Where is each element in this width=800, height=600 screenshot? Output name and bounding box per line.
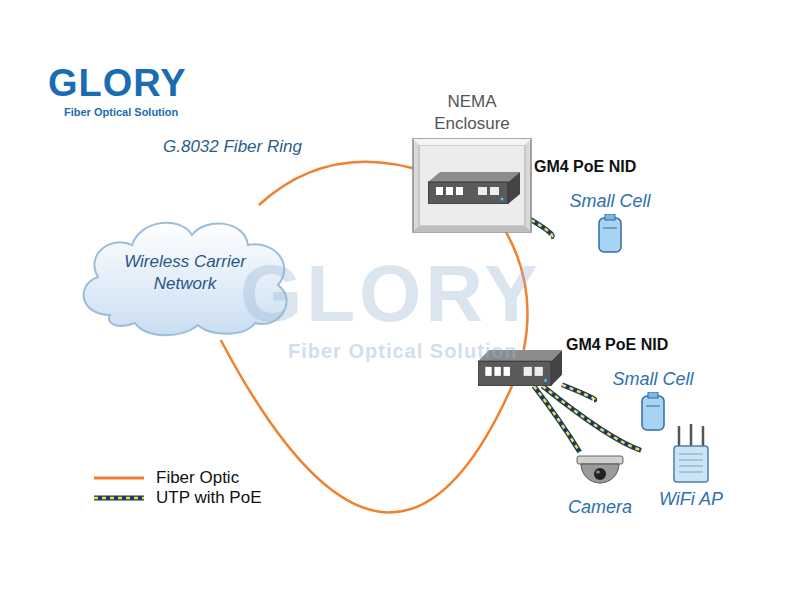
node-label: Wireless Carrier Network <box>110 251 260 295</box>
icon-holder <box>573 452 627 498</box>
node-label: WiFi AP <box>641 489 741 510</box>
fiber-link <box>221 340 512 512</box>
icon-holder <box>428 172 520 204</box>
switch-shape <box>428 172 520 204</box>
node-label: NEMA Enclosure <box>417 91 527 135</box>
camera-icon <box>573 452 627 494</box>
node-label: Small Cell <box>594 368 712 390</box>
watermark: GLORY <box>240 248 541 340</box>
ring-label: G.8032 Fiber Ring <box>163 137 302 157</box>
fiber-sample <box>94 477 144 480</box>
utp-sample-base <box>94 496 144 501</box>
icon-holder <box>596 214 624 258</box>
connector-stroke <box>543 386 642 450</box>
small-cell-node: Small Cell <box>551 190 669 258</box>
node-label: GM4 PoE NID <box>566 336 668 354</box>
node-label: Small Cell <box>551 190 669 212</box>
utp-sample-dash <box>94 497 144 500</box>
watermark-tagline: Fiber Optical Solution <box>288 340 518 363</box>
enclosure-node: NEMA EnclosureGM4 PoE NID <box>412 138 532 233</box>
connector-stroke <box>221 340 512 512</box>
utp-poe-link <box>562 385 595 400</box>
small-cell-icon <box>596 214 624 254</box>
wifi-ap-icon <box>671 424 711 484</box>
connector-stroke <box>259 162 428 205</box>
switch-node: GM4 PoE NID <box>428 172 520 204</box>
small-cell-icon <box>639 392 667 432</box>
logo-tagline: Fiber Optical Solution <box>64 106 178 118</box>
camera-node: Camera <box>554 452 646 518</box>
icon-holder <box>639 392 667 436</box>
fiber-link <box>259 162 428 205</box>
utp-poe-link <box>543 386 642 450</box>
small-cell-node: Small Cell <box>594 368 712 432</box>
connector-stroke <box>543 386 642 450</box>
legend-text: Fiber Optic <box>156 468 239 488</box>
connector-stroke <box>562 385 595 400</box>
node-label: Camera <box>554 497 646 518</box>
connector-stroke <box>562 385 595 400</box>
icon-holder <box>671 424 711 488</box>
wifi-ap-node: WiFi AP <box>641 424 741 510</box>
logo-text: GLORY <box>48 62 187 105</box>
node-label: GM4 PoE NID <box>534 158 636 176</box>
legend-text: UTP with PoE <box>156 488 262 508</box>
legend-samples <box>90 468 150 508</box>
